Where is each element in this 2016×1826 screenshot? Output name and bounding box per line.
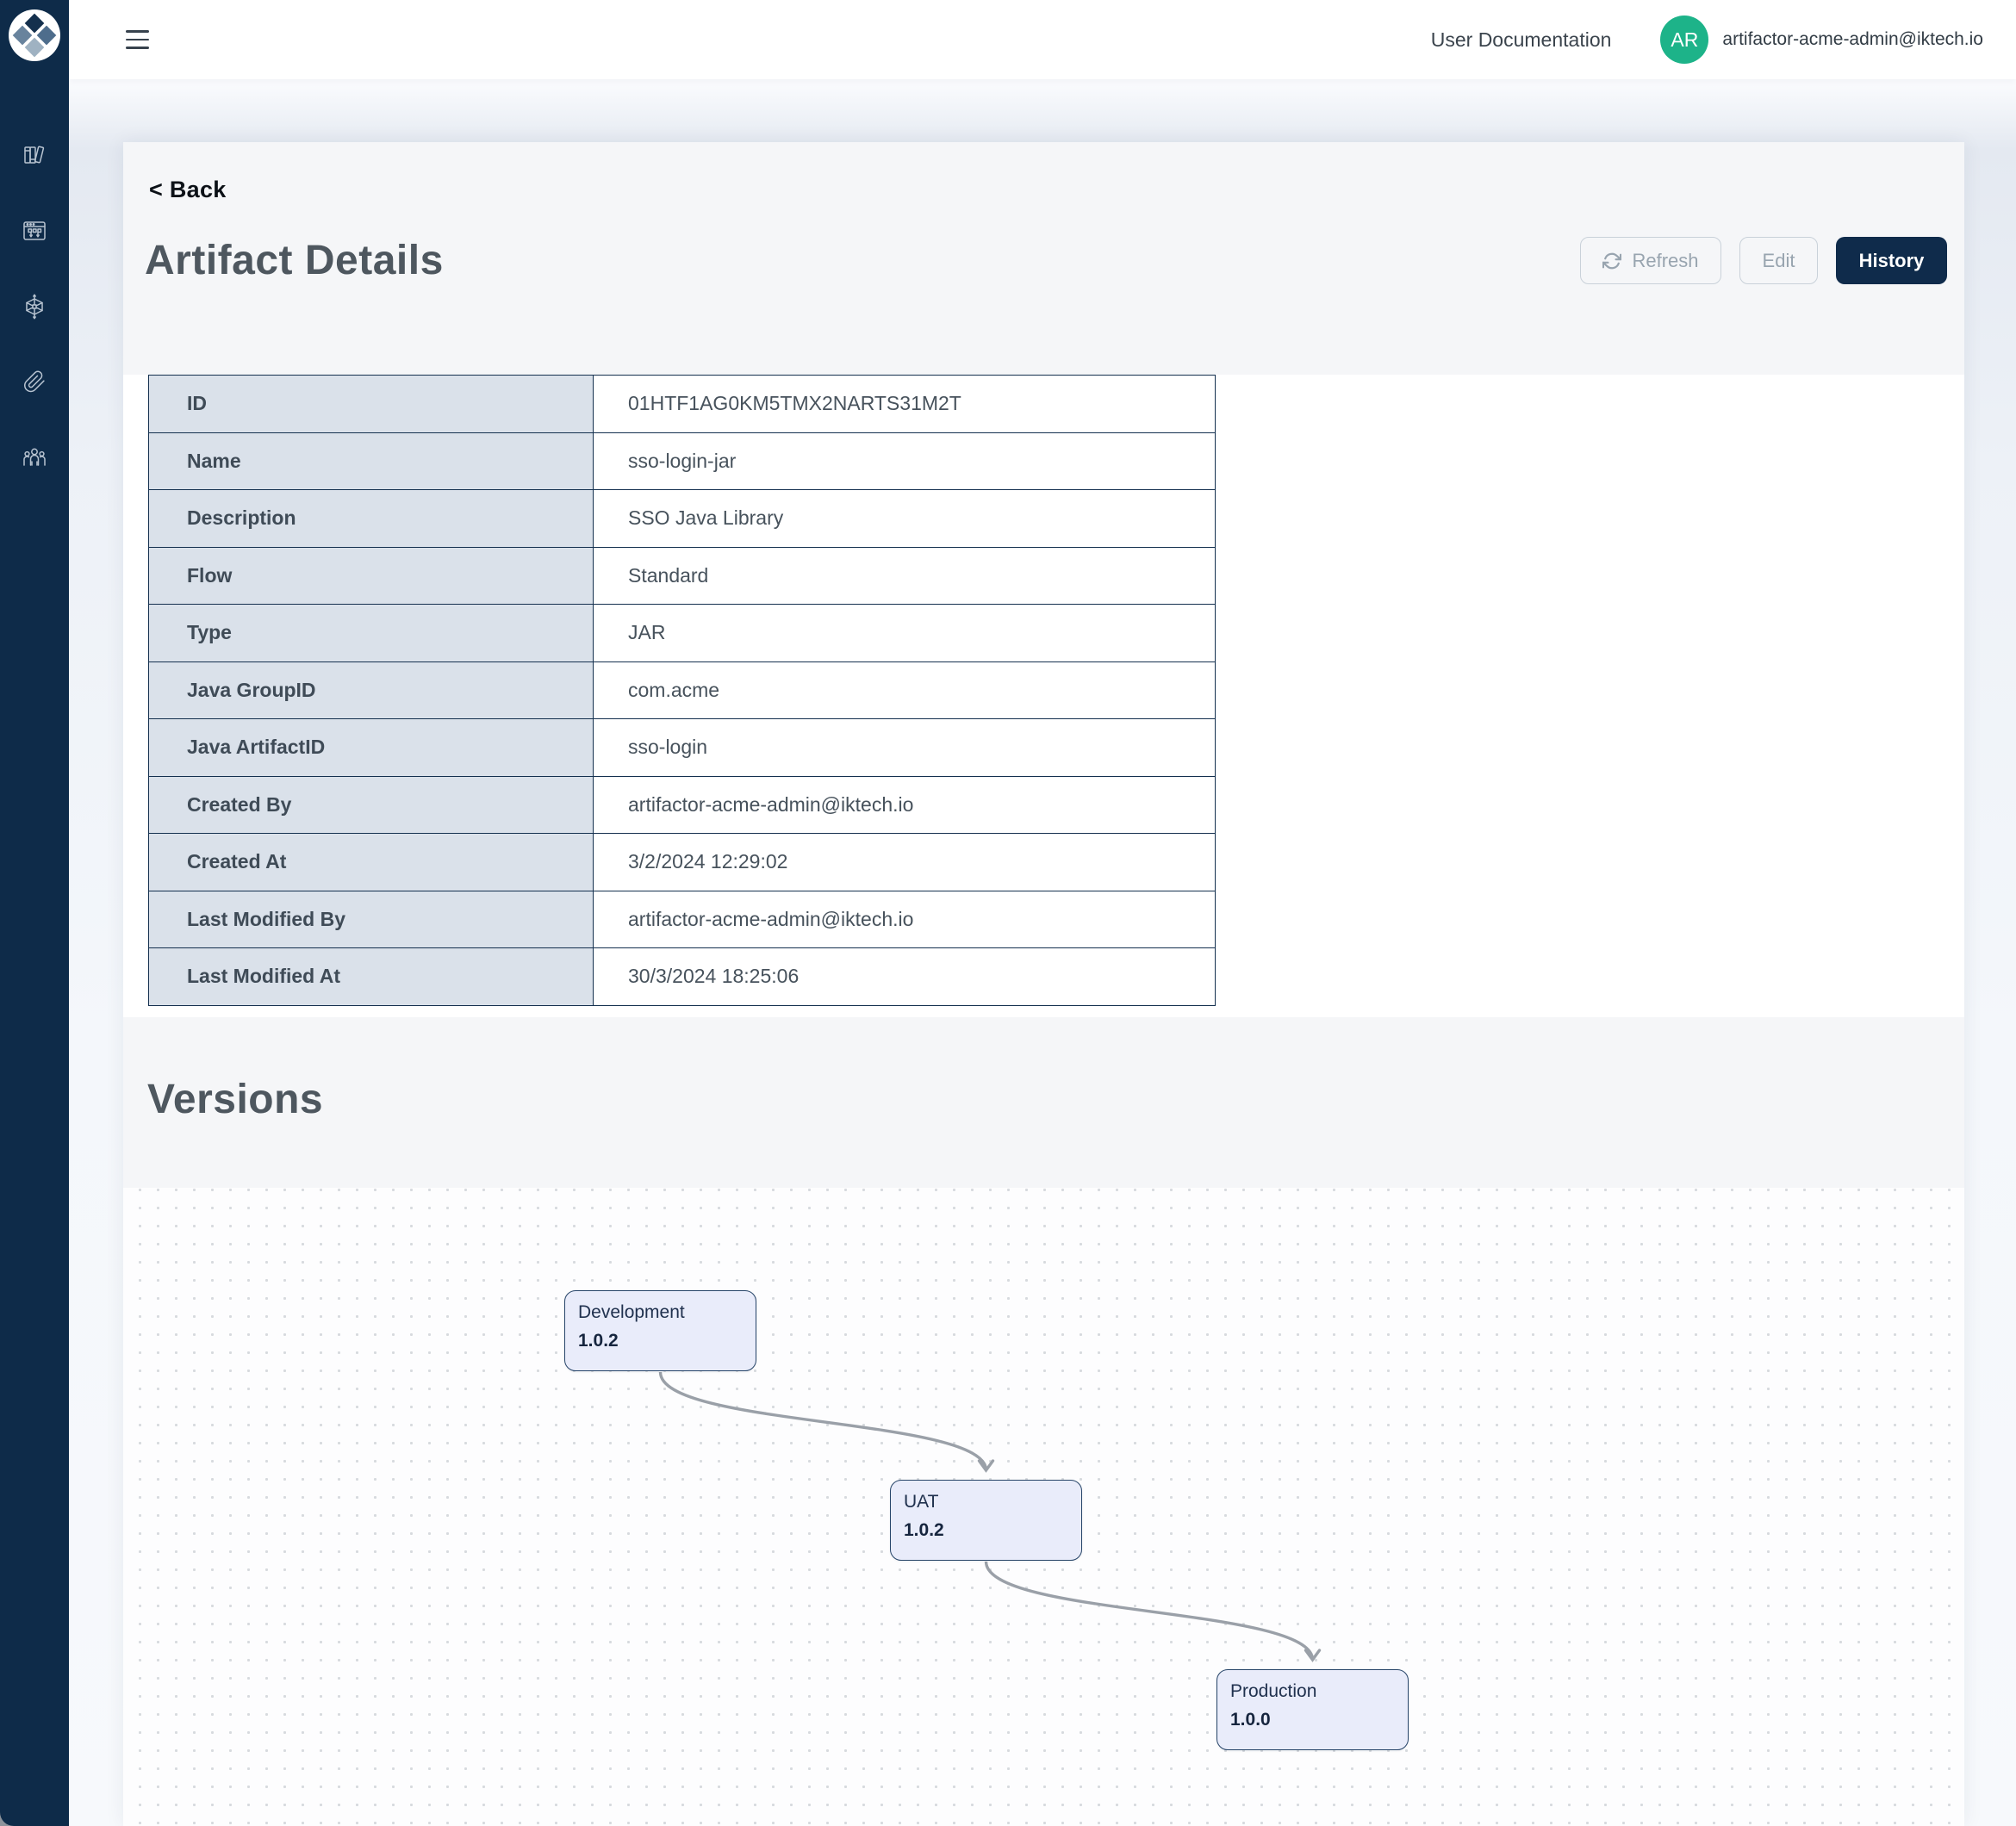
card-header-section: < Back Artifact Details Refresh Edit: [123, 142, 1964, 370]
node-env-label: Production: [1230, 1681, 1317, 1701]
pipeline-window-icon: [23, 221, 46, 240]
refresh-icon: [1602, 252, 1622, 269]
avatar[interactable]: AR: [1660, 16, 1709, 64]
row-value: Standard: [593, 546, 1216, 605]
row-value: sso-login: [593, 718, 1216, 777]
flow-edges: [658, 1371, 1322, 1662]
user-email: artifactor-acme-admin@iktech.io: [1722, 29, 1983, 49]
back-link[interactable]: < Back: [149, 177, 227, 202]
row-value: 01HTF1AG0KM5TMX2NARTS31M2T: [593, 375, 1216, 433]
row-value: 3/2/2024 12:29:02: [593, 833, 1216, 891]
row-label: Java ArtifactID: [148, 718, 594, 777]
refresh-button[interactable]: Refresh: [1580, 237, 1721, 284]
edit-button-label: Edit: [1762, 249, 1795, 271]
row-label: Created By: [148, 775, 594, 834]
flow-node-production[interactable]: Production 1.0.0: [1216, 1669, 1409, 1750]
history-button-label: History: [1858, 249, 1925, 271]
edge-development-uat: [658, 1371, 995, 1473]
row-value: com.acme: [593, 661, 1216, 719]
action-buttons: Refresh Edit History: [1580, 237, 1947, 284]
paperclip-icon: [24, 370, 45, 393]
row-label: ID: [148, 375, 594, 433]
title-row: Artifact Details Refresh Edit History: [145, 237, 1947, 284]
logo-diamonds-icon: [9, 9, 60, 61]
top-header: User Documentation AR artifactor-acme-ad…: [69, 0, 2016, 79]
row-label: Flow: [148, 546, 594, 605]
versions-flow-canvas[interactable]: Development 1.0.2 UAT 1.0.2 Production 1…: [123, 1188, 1964, 1826]
row-label: Created At: [148, 833, 594, 891]
users-group-icon: [23, 448, 46, 466]
menu-toggle-button[interactable]: [126, 30, 149, 49]
versions-header-section: Versions: [123, 1017, 1964, 1188]
row-label: Description: [148, 489, 594, 548]
sidebar-item-attachments[interactable]: [21, 369, 48, 396]
app-logo[interactable]: [8, 9, 61, 62]
node-version-label: 1.0.2: [578, 1331, 619, 1351]
edge-uat-production: [984, 1561, 1322, 1662]
sidebar-item-pipelines[interactable]: [21, 217, 48, 245]
library-icon: [24, 146, 45, 164]
refresh-button-label: Refresh: [1632, 249, 1699, 271]
sidebar-item-library[interactable]: [21, 141, 48, 169]
versions-title: Versions: [147, 1077, 324, 1122]
node-version-label: 1.0.0: [1230, 1710, 1271, 1730]
artifact-details-card: < Back Artifact Details Refresh Edit: [123, 142, 1964, 1826]
flow-node-development[interactable]: Development 1.0.2: [564, 1290, 756, 1371]
edit-button[interactable]: Edit: [1739, 237, 1818, 284]
node-version-label: 1.0.2: [904, 1520, 944, 1540]
row-label: Last Modified At: [148, 947, 594, 1006]
row-value: 30/3/2024 18:25:06: [593, 947, 1216, 1006]
row-value: JAR: [593, 604, 1216, 662]
sidebar-item-graph[interactable]: [21, 293, 48, 320]
header-right: User Documentation AR artifactor-acme-ad…: [1431, 16, 1983, 64]
row-label: Java GroupID: [148, 661, 594, 719]
row-label: Last Modified By: [148, 890, 594, 948]
flow-node-uat[interactable]: UAT 1.0.2: [890, 1480, 1082, 1561]
user-documentation-link[interactable]: User Documentation: [1430, 28, 1612, 51]
row-value: artifactor-acme-admin@iktech.io: [593, 890, 1216, 948]
node-env-label: Development: [578, 1302, 685, 1322]
row-value: artifactor-acme-admin@iktech.io: [593, 775, 1216, 834]
page-title: Artifact Details: [145, 238, 444, 283]
sidebar: [0, 0, 69, 1826]
sidebar-nav: [21, 141, 48, 472]
node-env-label: UAT: [904, 1492, 939, 1512]
row-label: Type: [148, 604, 594, 662]
row-value: sso-login-jar: [593, 432, 1216, 490]
row-label: Name: [148, 432, 594, 490]
history-button[interactable]: History: [1836, 237, 1947, 284]
graph-cube-icon: [26, 294, 43, 320]
row-value: SSO Java Library: [593, 489, 1216, 548]
sidebar-item-users[interactable]: [21, 444, 48, 472]
